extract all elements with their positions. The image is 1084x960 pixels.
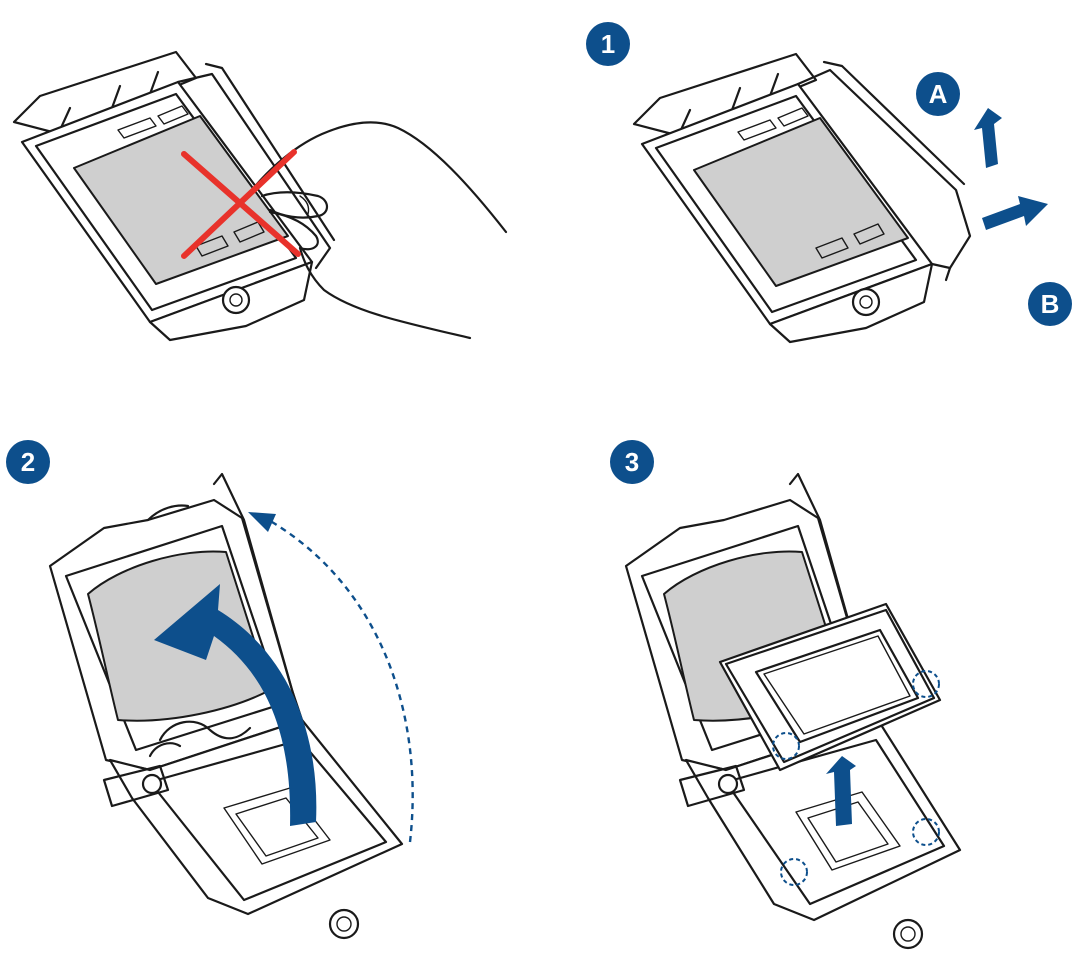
option-a-label: A bbox=[929, 79, 948, 109]
step-1-badge: 1 bbox=[586, 22, 630, 66]
blue-arrow-icon bbox=[154, 512, 414, 843]
blue-arrow-icon bbox=[826, 756, 856, 826]
panel-step-1: 1 A B bbox=[586, 22, 1072, 344]
alignment-marks bbox=[772, 670, 940, 886]
blue-arrow-icon bbox=[974, 108, 1048, 230]
socket-closed-lever bbox=[632, 52, 972, 344]
step-2-badge: 2 bbox=[6, 440, 50, 484]
panel-step-3: 3 bbox=[610, 440, 962, 950]
step-1-label: 1 bbox=[601, 29, 615, 59]
socket-closed bbox=[12, 50, 336, 342]
socket-open bbox=[48, 472, 404, 940]
panel-step-2: 2 bbox=[6, 440, 414, 940]
step-2-label: 2 bbox=[21, 447, 35, 477]
panel-do-not-touch bbox=[12, 50, 508, 342]
step-3-label: 3 bbox=[625, 447, 639, 477]
red-x-icon bbox=[181, 149, 301, 259]
cpu-chip bbox=[718, 602, 942, 772]
option-b-badge: B bbox=[1028, 282, 1072, 326]
step-3-badge: 3 bbox=[610, 440, 654, 484]
option-b-label: B bbox=[1041, 289, 1060, 319]
option-a-badge: A bbox=[916, 72, 960, 116]
